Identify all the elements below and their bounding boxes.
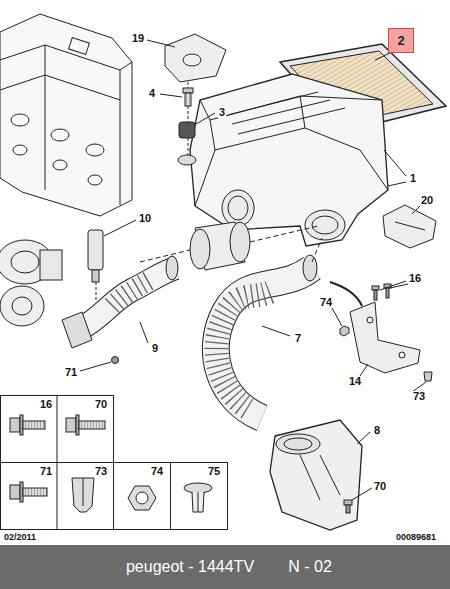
callout-number: 9 — [151, 343, 159, 354]
callout-number: 16 — [408, 273, 422, 284]
table-cell: 16 — [39, 399, 53, 410]
table-cell: 70 — [94, 399, 108, 410]
footer-band: peugeot - 1444TV N - 02 — [0, 545, 450, 589]
callout-number: 20 — [420, 195, 434, 206]
callout-number: 70 — [373, 481, 387, 492]
footer-text: peugeot - 1444TV — [126, 559, 254, 575]
table-cell: 74 — [150, 466, 164, 477]
footer-text: N - 02 — [288, 559, 332, 575]
callout-number: 3 — [218, 107, 226, 118]
table-cell: 75 — [207, 466, 221, 477]
callout-number: 1 — [409, 173, 417, 184]
drawing-number: 00089681 — [395, 533, 437, 542]
callout-number: 14 — [348, 376, 362, 387]
table-cell: 73 — [94, 466, 108, 477]
callout-number: 7 — [294, 333, 302, 344]
callout-number: 73 — [412, 391, 426, 402]
callout-number: 8 — [373, 425, 381, 436]
callout-number: 10 — [138, 213, 152, 224]
callout-number: 2 — [397, 34, 404, 47]
table-cell: 71 — [39, 466, 53, 477]
callout-highlight: 2 — [388, 28, 414, 53]
callout-number: 74 — [319, 297, 333, 308]
callout-number: 4 — [148, 88, 156, 99]
callout-number: 19 — [131, 33, 145, 44]
drawing-date: 02/2011 — [3, 533, 37, 542]
callout-number: 71 — [64, 367, 78, 378]
